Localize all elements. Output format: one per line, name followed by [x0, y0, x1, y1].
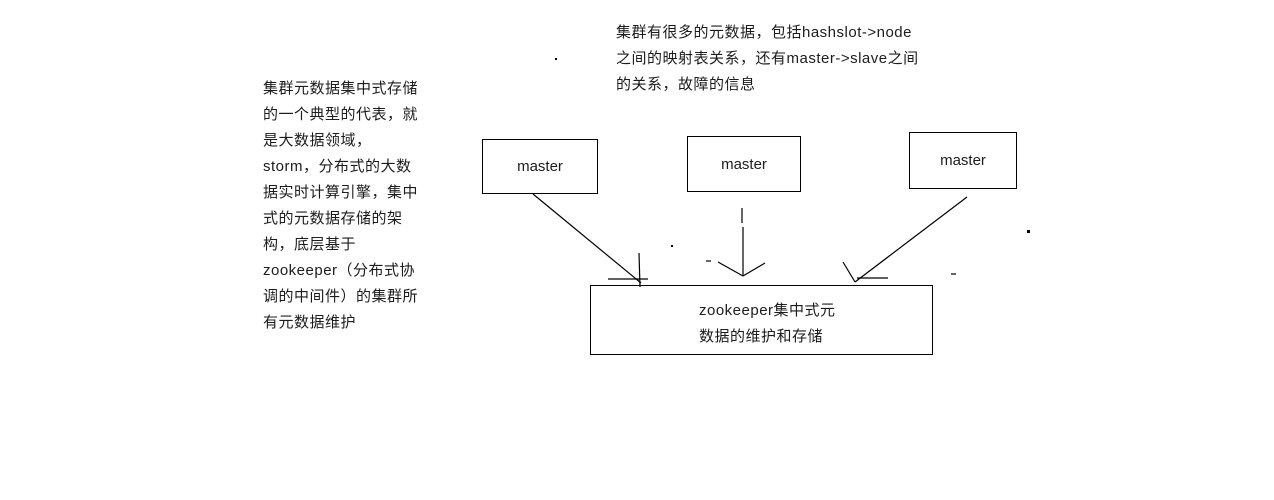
note-line: 是大数据领域，: [263, 132, 372, 149]
master-node-box-2: master: [687, 136, 801, 192]
master-node-box-1: master: [482, 139, 598, 194]
zookeeper-store-label-line: 数据的维护和存储: [699, 328, 824, 345]
master-node-label: master: [940, 152, 986, 169]
stray-dot: [671, 245, 673, 247]
arrow-master3-to-zookeeper: [842, 196, 968, 283]
note-line: 集群有很多的元数据，包括hashslot->node: [616, 24, 912, 41]
stray-dot: [1027, 230, 1030, 233]
note-line: 有元数据维护: [263, 314, 357, 331]
note-line: 调的中间件）的集群所: [263, 288, 419, 305]
arrow-master2-to-zookeeper: [717, 208, 766, 277]
note-line: 的一个典型的代表，就: [263, 106, 419, 123]
note-line: 的关系，故障的信息: [616, 76, 756, 93]
note-line: storm，分布式的大数: [263, 158, 412, 175]
arrow-master1-to-zookeeper: [532, 193, 648, 288]
note-line: zookeeper（分布式协: [263, 262, 416, 279]
zookeeper-store-label-line: zookeeper集中式元: [699, 302, 836, 319]
top-annotation: 集群有很多的元数据，包括hashslot->node 之间的映射表关系，还有ma…: [616, 20, 919, 98]
note-line: 据实时计算引擎，集中: [263, 184, 419, 201]
master-node-label: master: [721, 155, 767, 173]
note-line: 式的元数据存储的架: [263, 210, 403, 227]
note-line: 之间的映射表关系，还有master->slave之间: [616, 50, 919, 67]
master-node-label: master: [517, 158, 563, 175]
stray-dot: [555, 58, 557, 60]
note-line: 构，底层基于: [263, 236, 357, 253]
master-node-box-3: master: [909, 132, 1017, 189]
zookeeper-store-box: zookeeper集中式元 数据的维护和存储: [590, 285, 933, 355]
left-annotation: 集群元数据集中式存储 的一个典型的代表，就 是大数据领域， storm，分布式的…: [263, 76, 418, 336]
note-line: 集群元数据集中式存储: [263, 80, 419, 97]
